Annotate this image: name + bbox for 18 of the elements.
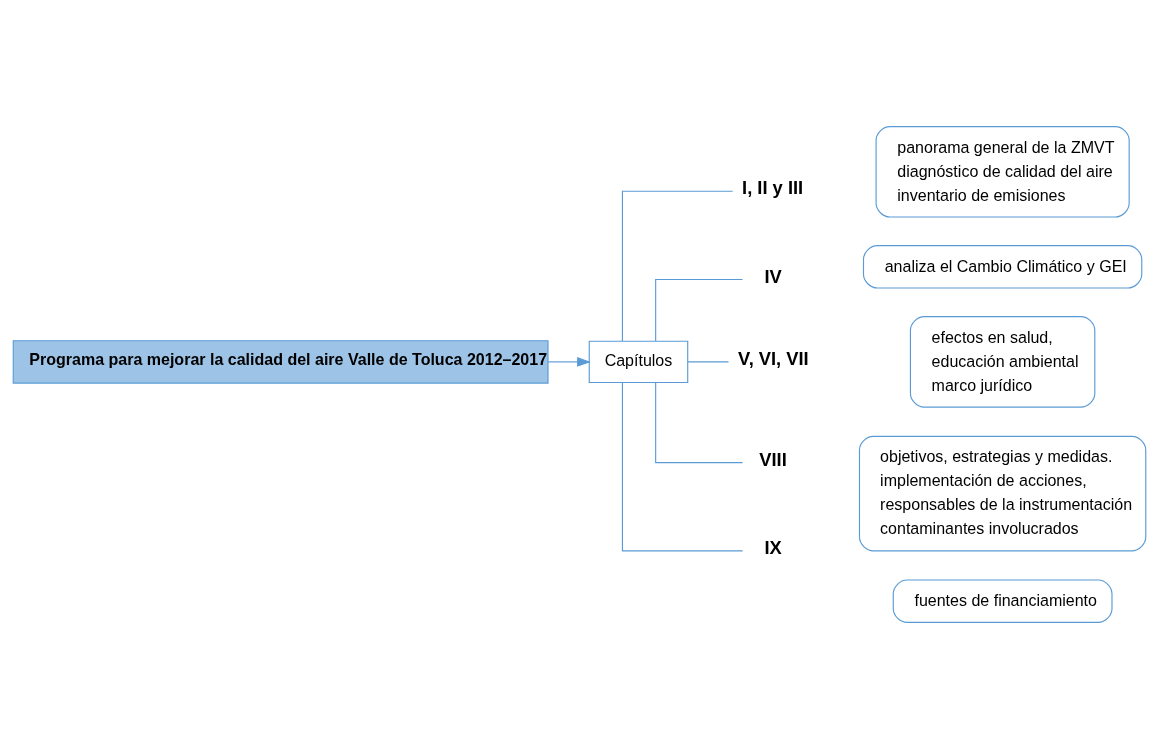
arrow	[547, 356, 591, 367]
node-text: V, VI, VII	[738, 347, 809, 369]
node-text: IX	[764, 536, 782, 558]
connector	[655, 278, 744, 342]
node-box: efectos en salud, educación ambiental marco jurídico	[909, 315, 1096, 408]
node-box: panorama general de la ZMVT diagnóstico de calidad del aire inventario de emisiones	[875, 125, 1130, 218]
node-text: VIII	[759, 448, 787, 470]
node-box: fuentes de financiamiento	[892, 578, 1113, 623]
connector	[655, 381, 744, 463]
connector	[621, 381, 744, 551]
node-text: I, II y III	[742, 176, 804, 198]
node-box: Programa para mejorar la calidad del aire Valle de Toluca 2012–2017	[12, 339, 549, 384]
node-box: Capítulos	[588, 340, 689, 383]
connector	[621, 190, 734, 342]
node-box: objetivos, estrategias y medidas. implementación de acciones, responsables de la instrumentación contaminantes involucrados	[858, 435, 1147, 551]
node-box: analiza el Cambio Climático y GEI	[862, 244, 1143, 289]
connector	[687, 360, 730, 362]
node-text: IV	[764, 265, 782, 287]
